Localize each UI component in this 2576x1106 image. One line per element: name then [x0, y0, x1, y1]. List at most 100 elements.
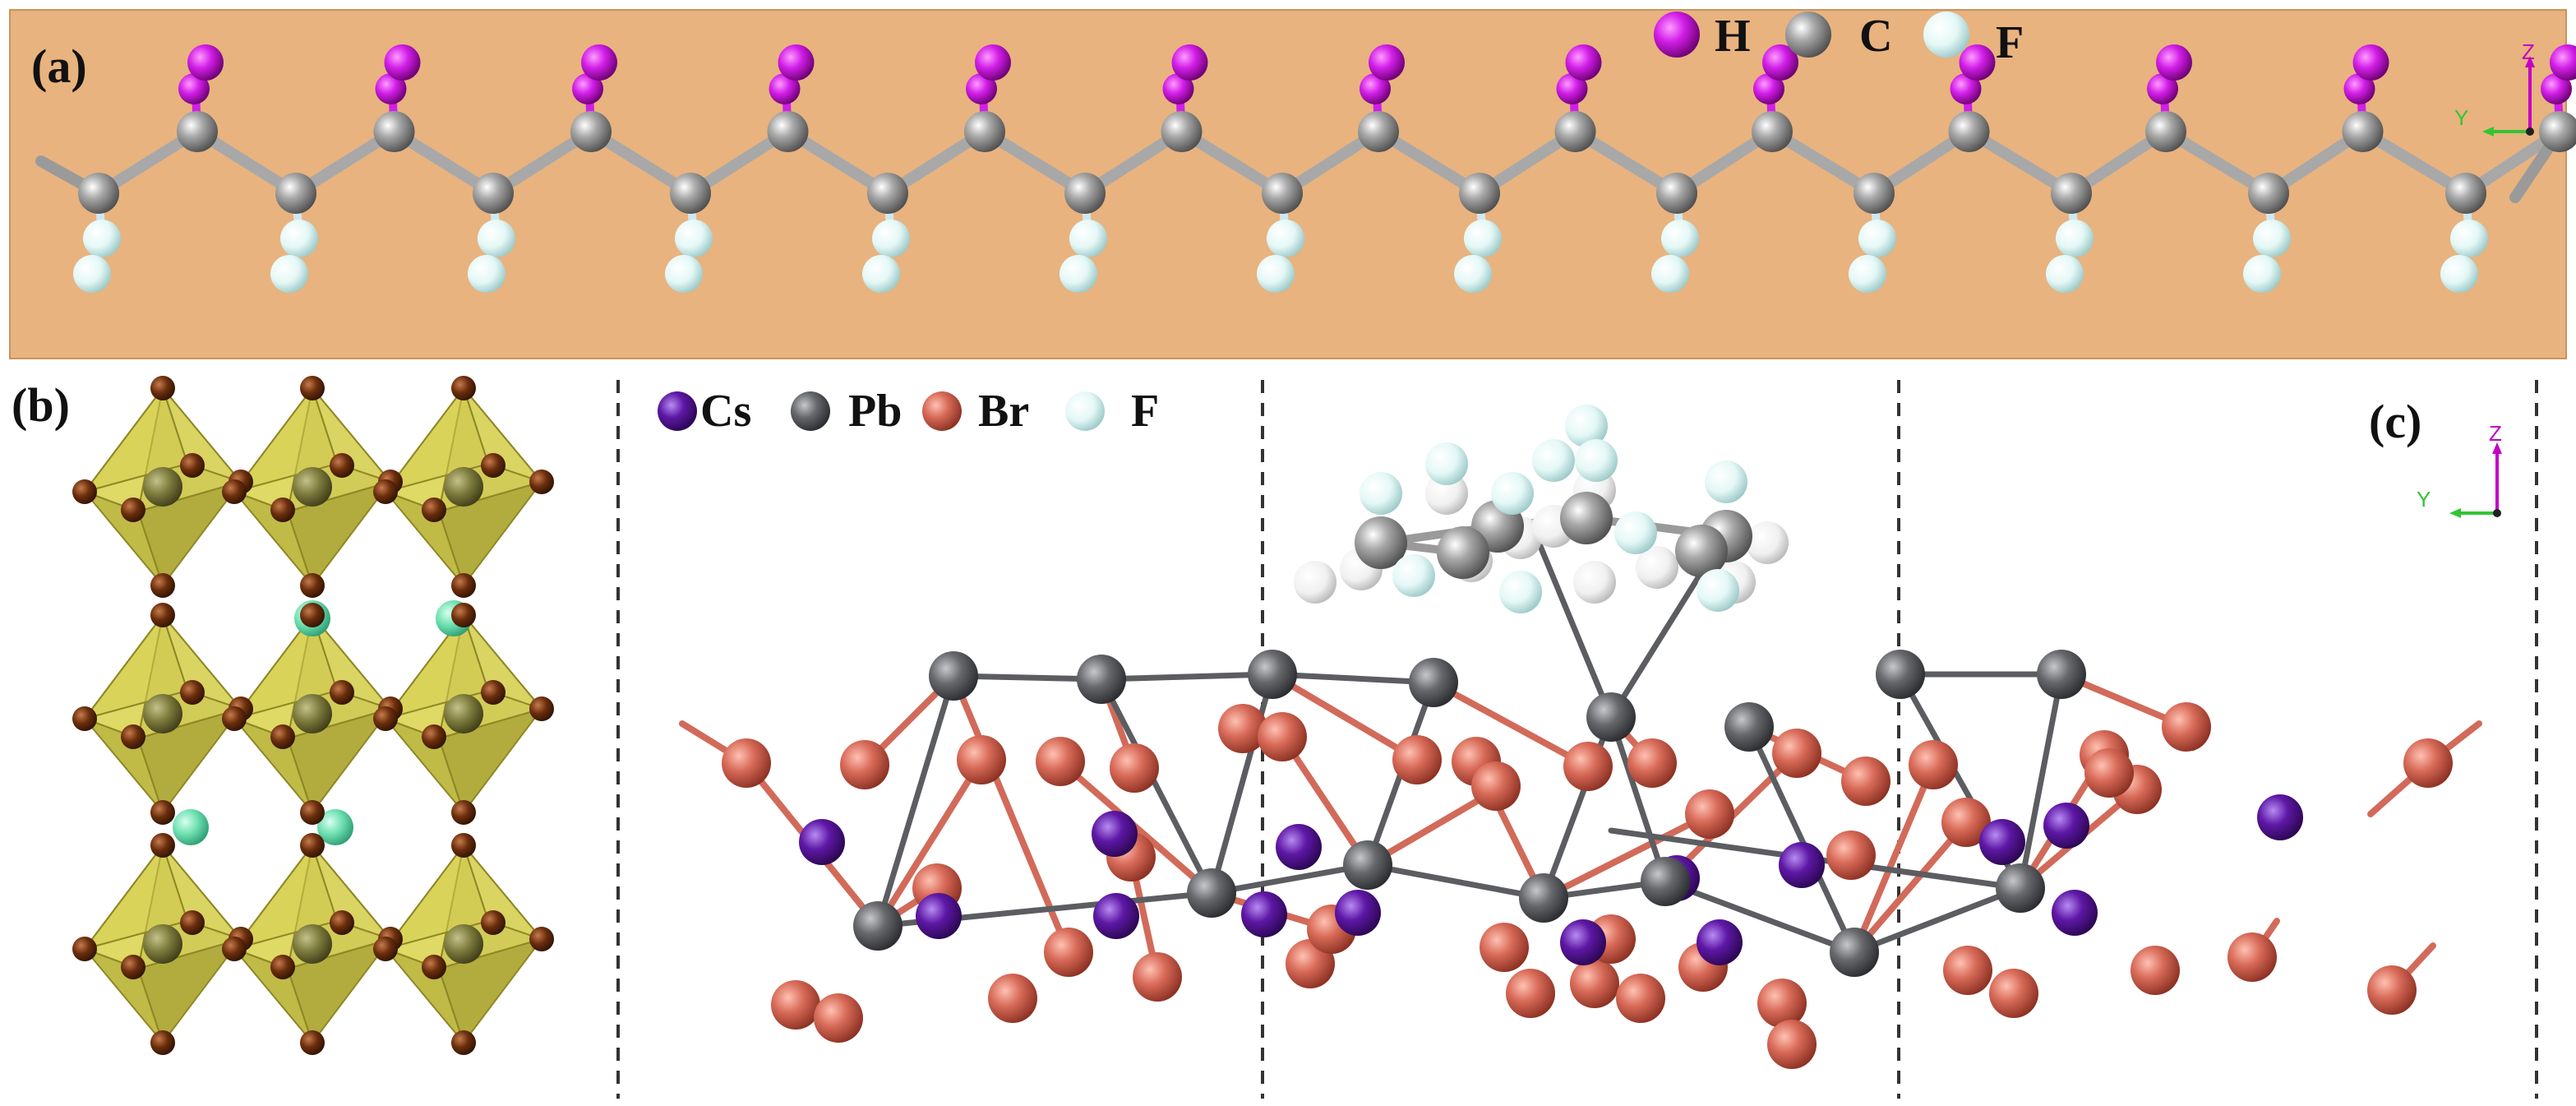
br-bond	[1540, 811, 1713, 901]
slab-structure	[679, 405, 2482, 1069]
f-atom	[468, 255, 506, 293]
c-atom	[1854, 173, 1895, 214]
cs-atom-b	[173, 809, 209, 845]
perovskite-octahedra	[72, 376, 554, 1055]
pb-atom-c	[1876, 650, 1925, 699]
br-atom-c	[1772, 729, 1821, 778]
br-atom-b	[330, 453, 354, 478]
h-atom	[2343, 73, 2375, 104]
c-atom	[473, 173, 514, 214]
h-atom	[2541, 73, 2572, 104]
br-atom-b	[373, 937, 398, 961]
f-atom	[2440, 255, 2478, 293]
f-atom-c	[1392, 554, 1435, 597]
br-bond	[1430, 679, 1591, 770]
br-atom-c	[1044, 928, 1093, 977]
cs-atom-c	[1779, 842, 1825, 888]
br-atom-c	[771, 980, 820, 1030]
br-atom-c	[814, 993, 863, 1043]
br-atom-c	[2131, 946, 2180, 995]
pb-bond	[1208, 862, 1371, 896]
br-atom-c	[1506, 969, 1555, 1018]
br-bond	[1851, 761, 1937, 956]
octahedron-face	[286, 480, 393, 588]
f-atom	[1257, 255, 1295, 293]
br-atom-c	[1909, 740, 1958, 789]
h-atom	[187, 44, 224, 81]
br-atom-c	[1563, 742, 1613, 791]
h-atom-c	[1636, 546, 1678, 589]
pb-bond	[1098, 671, 1276, 683]
f-atom	[665, 255, 703, 293]
br-atom-b	[451, 573, 476, 598]
cs-atom-c	[1560, 919, 1606, 965]
pb-bond	[1608, 556, 1713, 720]
cs-atom-c	[799, 819, 845, 865]
pb-atom-b	[293, 924, 332, 964]
h-atom	[2352, 44, 2389, 81]
f-atom	[2450, 220, 2488, 257]
c-atom	[78, 173, 119, 214]
br-atom-b	[150, 376, 175, 400]
br-atom-b	[150, 1030, 175, 1055]
legend-f-label-c: F	[1131, 386, 1159, 437]
cs-atom-c	[1276, 824, 1322, 870]
h-atom	[375, 73, 407, 104]
f-atom-c	[1614, 511, 1657, 554]
h-atom	[778, 44, 815, 81]
axes-triad-c: Z Y	[2417, 421, 2502, 518]
f-atom	[280, 220, 318, 257]
f-atom	[862, 255, 900, 293]
br-atom-b	[300, 573, 325, 598]
c-atom	[1948, 111, 1990, 152]
c-atom	[2445, 173, 2486, 214]
br-atom-b	[529, 696, 554, 721]
octahedron-face	[286, 707, 393, 815]
br-atom-b	[330, 680, 354, 705]
panel-c-label: (c)	[2369, 395, 2421, 448]
br-atom-b	[330, 910, 354, 935]
pb-atom-c	[1343, 840, 1392, 890]
br-atom-c	[1036, 737, 1085, 786]
br-atom-b	[150, 603, 175, 627]
br-atom-c	[2227, 932, 2277, 982]
br-atom-b	[300, 833, 325, 858]
h-atom	[2147, 73, 2178, 104]
f-atom-c	[1499, 571, 1542, 613]
f-atom	[1849, 255, 1886, 293]
pb-atom-b	[143, 924, 182, 964]
c-atom	[1554, 111, 1596, 152]
h-atom	[769, 73, 801, 104]
f-atom	[83, 220, 121, 257]
legend-br-marker	[922, 391, 962, 431]
c-atom	[373, 111, 415, 152]
br-atom-b	[481, 680, 506, 705]
f-atom	[2243, 255, 2281, 293]
legend-h-marker	[1654, 12, 1700, 58]
octahedron-face	[437, 937, 544, 1045]
pb-bond	[1608, 714, 1669, 885]
h-atom	[975, 44, 1011, 81]
c-atom	[670, 173, 711, 214]
octahedron-face	[82, 386, 189, 493]
legend-br-label: Br	[978, 386, 1029, 437]
octahedron-face	[232, 386, 339, 493]
br-bond	[1851, 819, 1969, 956]
panel-b-label: (b)	[12, 378, 70, 432]
c-atom	[1459, 173, 1500, 214]
f-atom-c	[1705, 460, 1747, 503]
br-atom-b	[451, 1030, 476, 1055]
br-atom-c	[1757, 979, 1807, 1028]
axis-z-label-a: Z	[2522, 39, 2535, 64]
c-atom	[1752, 111, 1793, 152]
polymer-chain	[35, 44, 2576, 293]
octahedron-face	[136, 937, 243, 1045]
br-atom-b	[270, 724, 295, 749]
br-atom-c	[1110, 743, 1159, 793]
br-bond	[1279, 733, 1371, 868]
f-atom	[872, 220, 910, 257]
octahedron-face	[82, 613, 189, 720]
c-atom	[1262, 173, 1303, 214]
c-atom	[275, 173, 316, 214]
h-atom	[384, 44, 421, 81]
